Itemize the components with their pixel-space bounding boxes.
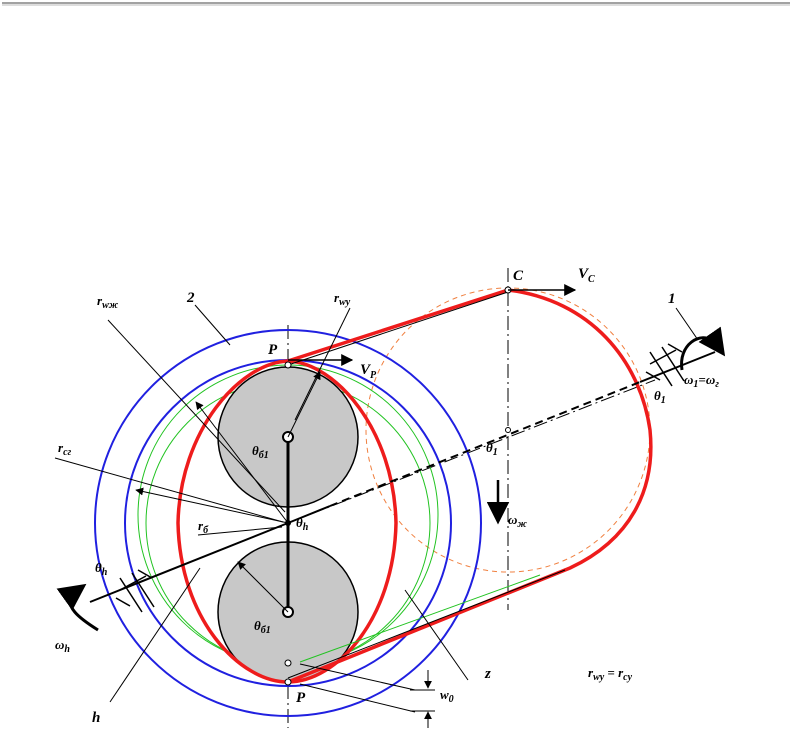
label-omega1: ω1=ωг [684,372,719,390]
label-r-cg: rсг [58,440,72,458]
label-omega-zh: ωж [508,512,527,530]
label-2: 2 [186,290,195,306]
shaft-right [287,505,331,524]
label-r-b: rб [198,518,209,536]
label-omega-h: ωh [55,637,70,655]
bearing-left [115,569,155,613]
bearing-right [645,343,685,387]
label-vp: VP [360,362,377,381]
rotation-arrow-left [56,583,99,632]
label-theta-b1-bottom: θб1 [254,618,271,636]
label-p-bottom: P [296,690,306,706]
label-r-wzh: rwж [97,293,119,311]
label-h: h [92,710,100,726]
label-formula: rwy = rcy [588,665,633,683]
label-C: C [513,268,524,284]
label-p-top: P [268,342,278,358]
rotation-arrow-right [680,326,726,371]
flex-wheel-cylinder [287,288,653,684]
label-r-wy: rwy [334,290,351,308]
label-1: 1 [668,291,676,307]
label-theta-h-left: θh [95,560,108,578]
label-theta1-center: θ1 [486,440,498,458]
label-z: z [484,666,491,682]
label-vc: VC [578,266,595,285]
label-theta-h-center: θh [296,515,309,533]
label-theta1-right: θ1 [654,388,666,406]
rigid-wheel-outer [94,329,482,717]
label-theta-b1-top: θб1 [252,443,269,461]
center-axis [287,379,656,524]
shaft-dashed [329,381,641,507]
label-w0: w0 [440,687,454,705]
